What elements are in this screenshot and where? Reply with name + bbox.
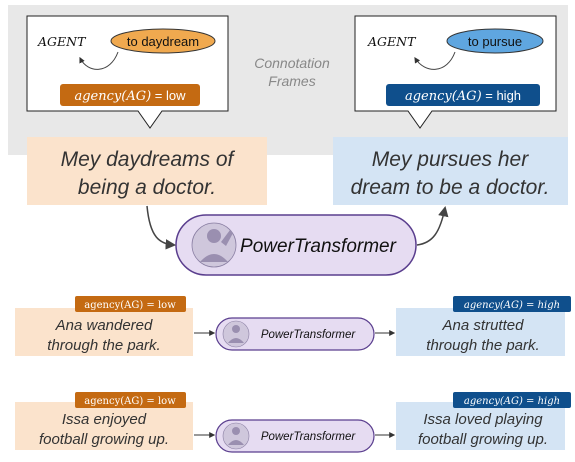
example-1-badge-low: agency(AG) = low	[84, 300, 176, 311]
example-2-badge-low: agency(AG) = low	[84, 396, 176, 407]
connotation-label-line2: Frames	[268, 73, 315, 89]
example-1-source-box	[15, 308, 193, 356]
main-model-logo	[191, 222, 237, 268]
frame-right: AGENT to pursue agency(AG) = high	[354, 15, 557, 129]
frame-right-verb: to pursue	[468, 34, 522, 49]
main-model-label: PowerTransformer	[240, 236, 397, 257]
example-2-model-pill	[215, 419, 375, 453]
example-1-model-label: PowerTransformer	[261, 329, 357, 341]
example-2-target-line2: football growing up.	[418, 431, 548, 448]
main-target-line1: Mey pursues her	[372, 148, 529, 171]
frame-left-label: agency(AG) = low	[74, 88, 186, 104]
example-2-source-box	[15, 402, 193, 450]
main-source-box	[27, 137, 267, 205]
example-1-target-line2: through the park.	[426, 337, 539, 354]
example-row-2: agency(AG) = low Issa enjoyed football g…	[15, 392, 571, 453]
example-2-badge-low-box	[75, 392, 186, 408]
frame-left-label-box	[60, 84, 200, 106]
frame-left-agent: AGENT	[37, 34, 87, 49]
frame-left-verb: to daydream	[127, 34, 199, 49]
example-2-badge-high: agency(AG) = high	[464, 396, 560, 407]
frame-left: AGENT to daydream agency(AG) = low	[26, 15, 229, 129]
example-1-source-line2: through the park.	[47, 337, 160, 354]
example-2-source-line2: football growing up.	[39, 431, 169, 448]
main-source-line1: Mey daydreams of	[61, 148, 236, 171]
example-1-source-line1: Ana wandered	[55, 317, 153, 334]
frame-left-verb-ellipse	[110, 28, 216, 54]
main-arrow-out	[416, 205, 449, 246]
main-source-line2: being a doctor.	[78, 176, 216, 199]
example-1-badge-high-box	[453, 296, 571, 312]
example-1-model-logo	[222, 320, 250, 348]
frame-right-label-box	[386, 84, 540, 106]
example-2-badge-high-box	[453, 392, 571, 408]
connotation-label-line1: Connotation	[254, 55, 330, 71]
example-2-model-logo	[222, 422, 250, 450]
main-target-box	[333, 137, 568, 205]
example-1-badge-high: agency(AG) = high	[464, 300, 560, 311]
main-arrow-in	[146, 205, 177, 250]
frame-left-arrow	[79, 51, 119, 70]
example-1-badge-low-box	[75, 296, 186, 312]
example-1-model-pill	[215, 317, 375, 351]
example-1-target-box	[396, 308, 565, 356]
frame-right-arrow	[414, 51, 456, 70]
frame-right-verb-ellipse	[446, 28, 544, 54]
example-2-target-line1: Issa loved playing	[423, 411, 543, 428]
example-2-source-line1: Issa enjoyed	[62, 411, 147, 428]
main-target-line2: dream to be a doctor.	[351, 176, 550, 199]
example-2-model-label: PowerTransformer	[261, 431, 357, 443]
example-2-target-box	[396, 402, 565, 450]
example-1-target-line1: Ana strutted	[442, 317, 525, 334]
frame-right-agent: AGENT	[367, 34, 417, 49]
frame-right-label: agency(AG) = high	[405, 88, 521, 104]
example-row-1: agency(AG) = low Ana wandered through th…	[15, 296, 571, 356]
